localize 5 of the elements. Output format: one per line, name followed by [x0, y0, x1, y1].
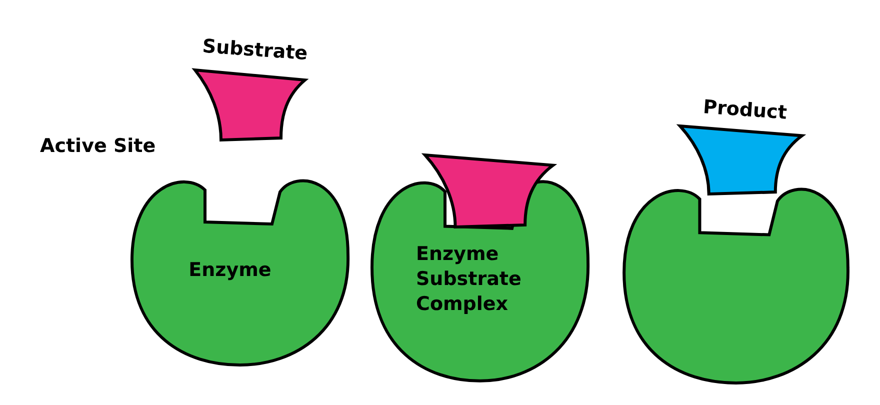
product-label: Product — [701, 95, 789, 126]
enzyme-label: Enzyme — [188, 258, 272, 283]
substrate-label: Substrate — [200, 34, 310, 67]
complex-label: Enzyme Substrate Complex — [416, 242, 522, 317]
active-site-label: Active Site — [40, 134, 156, 159]
